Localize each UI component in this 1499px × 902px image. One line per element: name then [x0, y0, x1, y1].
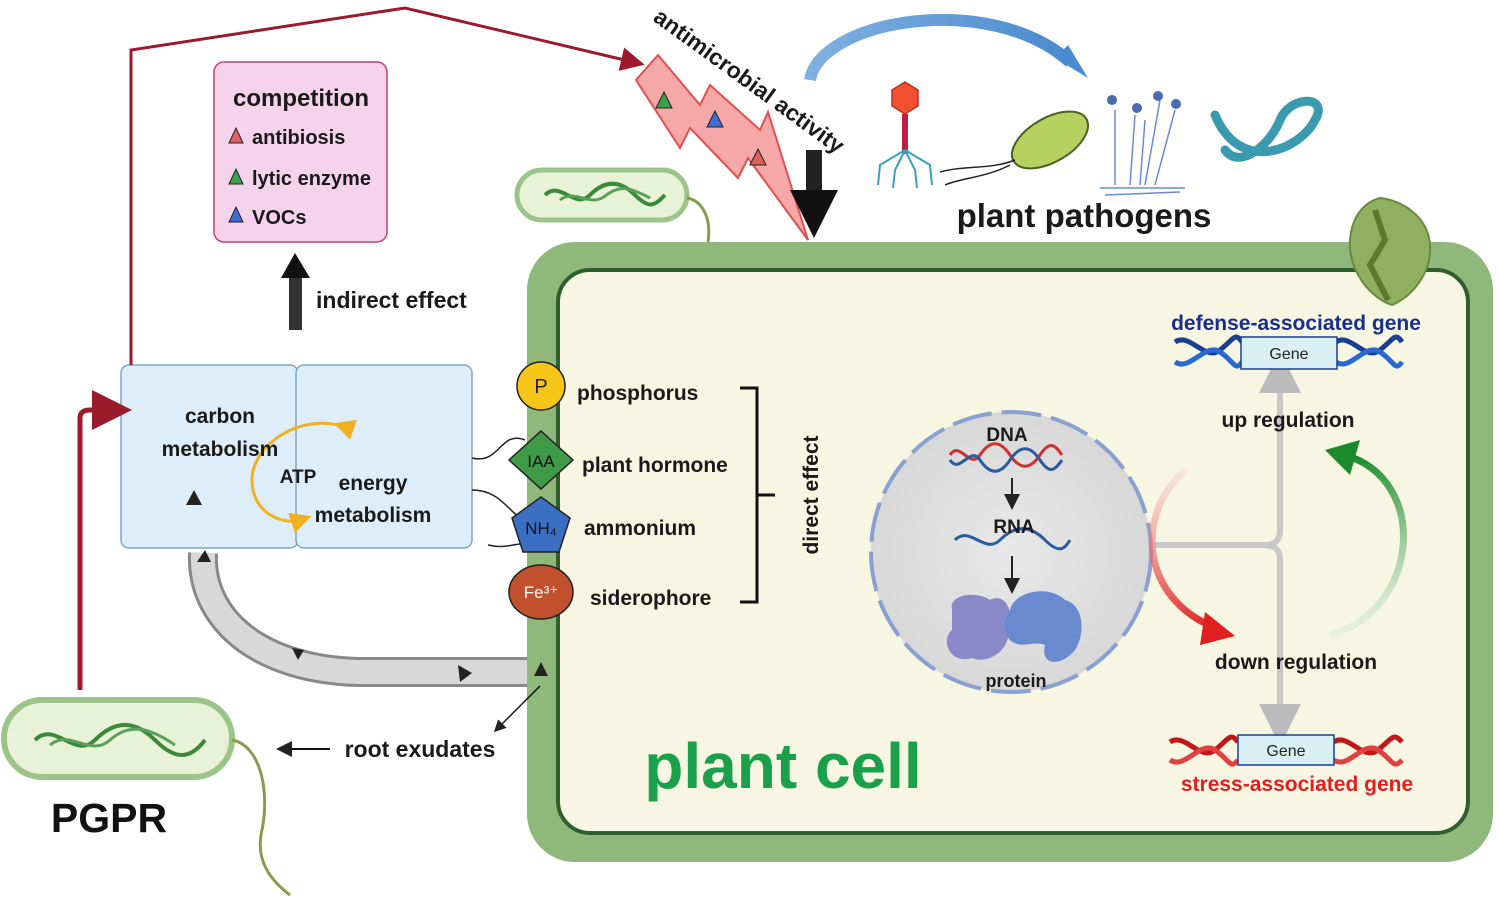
down-regulation-label: down regulation	[1215, 651, 1377, 674]
metabolism-box	[120, 364, 473, 549]
direct-effect-label: direct effect	[800, 435, 823, 554]
dna-strand-blue	[948, 447, 1064, 473]
tube-arrow-up-icon	[197, 550, 211, 562]
metabolism-triangle-icon	[186, 490, 202, 505]
atp-cycle-arrow-bottom	[250, 479, 312, 533]
siderophore-icon	[508, 564, 574, 620]
stress-gene-box	[1237, 734, 1335, 766]
regulation-pathway	[1155, 351, 1301, 746]
stress-gene-label: stress-associated gene	[1181, 773, 1413, 796]
defense-gene-box	[1240, 336, 1338, 370]
down-pathway-arrow	[1259, 542, 1301, 746]
phosphorus-symbol: P	[534, 376, 547, 398]
lytic-enzyme-triangle-icon	[228, 167, 244, 185]
atp-cycle-arrow-top	[250, 419, 357, 481]
indirect-effect-arrow	[281, 253, 310, 330]
atp-label: ATP	[280, 467, 317, 488]
cell-exudate-triangle-icon	[534, 662, 548, 676]
competition-title: competition	[233, 85, 369, 112]
up-regulation-arrowhead	[1325, 440, 1360, 475]
protein-label: protein	[986, 671, 1047, 691]
up-regulation-curve	[1329, 451, 1407, 639]
nematode-icon	[1210, 96, 1323, 162]
antimicrobial-down-arrow	[790, 150, 838, 238]
energy-metabolism-label-1: energy	[339, 472, 408, 495]
blue-arc-arrow	[804, 13, 1075, 82]
up-regulation-label: up regulation	[1222, 409, 1355, 432]
tube-arrow-1-icon	[292, 648, 304, 660]
defense-gene	[1173, 334, 1405, 370]
nucleus	[869, 410, 1153, 694]
ammonium-icon	[511, 496, 571, 553]
rna-label: RNA	[993, 517, 1034, 538]
bolt-green-triangle-icon	[655, 90, 673, 109]
down-regulation-curve	[1148, 467, 1224, 634]
exudate-tube	[187, 550, 548, 687]
bolt-red-triangle-icon	[749, 147, 767, 166]
exudate-pointer-arrow	[493, 685, 541, 733]
blue-arc-arrowhead	[1055, 45, 1088, 78]
phosphorus-label: phosphorus	[577, 382, 698, 405]
down-regulation-arrowhead	[1200, 612, 1235, 645]
pgpr-label: PGPR	[51, 795, 167, 841]
indirect-effect-label: indirect effect	[316, 287, 467, 313]
iaa-icon	[507, 429, 575, 491]
rna-strand	[953, 527, 1072, 551]
stress-gene	[1168, 734, 1404, 767]
defense-gene-label: defense-associated gene	[1171, 312, 1421, 335]
energy-metabolism-panel	[295, 364, 473, 549]
protein-blob-1	[946, 594, 1011, 660]
metabolism-to-antimicrobial-arrow	[129, 6, 645, 365]
phosphorus-icon	[516, 361, 566, 411]
carbon-metabolism-label-1: carbon	[185, 405, 255, 428]
root-exudates-label: root exudates	[345, 736, 496, 762]
plant-pathogens-label: plant pathogens	[957, 197, 1212, 234]
antibiosis-label: antibiosis	[252, 127, 345, 149]
bacterium-pathogen-icon	[939, 110, 1089, 186]
stress-gene-box-label: Gene	[1266, 743, 1305, 760]
leaf-icon	[1348, 196, 1432, 307]
lightning-bolt-icon	[634, 53, 809, 241]
pgpr-bacterium-icon	[1, 697, 291, 897]
plant-hormone-label: plant hormone	[582, 454, 728, 477]
bolt-blue-triangle-icon	[706, 109, 724, 128]
phage-icon	[877, 81, 933, 189]
defense-gene-box-label: Gene	[1269, 346, 1308, 363]
siderophore-label: siderophore	[590, 587, 711, 610]
tube-arrow-2-icon	[458, 665, 472, 682]
pgpr-to-metabolism-arrow	[77, 390, 132, 690]
vocs-label: VOCs	[252, 207, 306, 229]
lytic-enzyme-label: lytic enzyme	[252, 168, 371, 190]
ammonium-symbol: NH₄	[525, 519, 557, 538]
dna-label: DNA	[986, 425, 1027, 446]
ammonium-label: ammonium	[584, 517, 696, 540]
antibiosis-triangle-icon	[228, 126, 244, 144]
competition-box	[213, 61, 388, 243]
carbon-metabolism-label-2: metabolism	[162, 438, 279, 461]
direct-effect-bracket	[740, 386, 775, 604]
plant-cell-label: plant cell	[644, 730, 921, 802]
vocs-triangle-icon	[228, 205, 244, 223]
siderophore-symbol: Fe³⁺	[524, 583, 558, 602]
energy-metabolism-label-2: metabolism	[315, 504, 432, 527]
protein-blob-2	[1004, 591, 1082, 662]
bacterium-top-icon	[514, 167, 711, 243]
iaa-symbol: IAA	[527, 452, 555, 471]
fungus-icon	[1100, 91, 1185, 196]
